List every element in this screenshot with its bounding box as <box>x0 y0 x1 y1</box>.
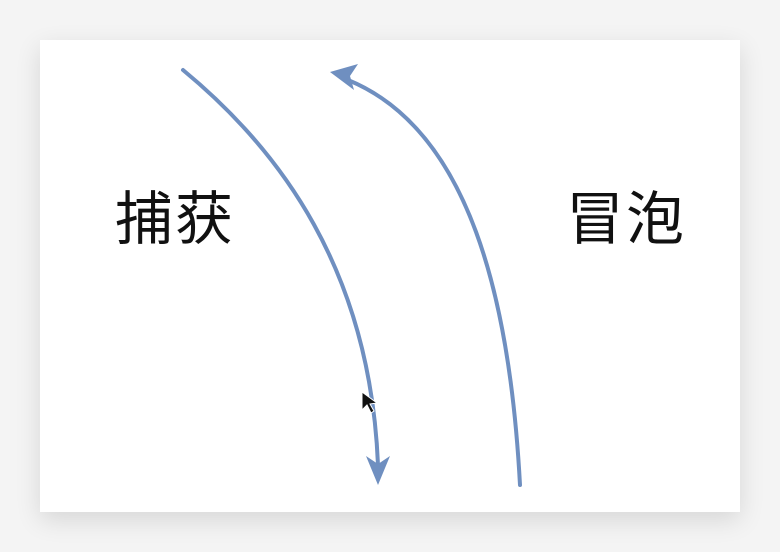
capture-label: 捕获 <box>115 185 236 253</box>
capture-arrowhead <box>366 456 390 485</box>
mouse-cursor-icon <box>361 391 379 414</box>
bubble-arrow <box>346 78 522 487</box>
capture-arrow <box>181 68 380 467</box>
bubble-label: 冒泡 <box>566 185 687 253</box>
diagram-card <box>40 40 740 512</box>
bubble-arrowhead <box>330 64 358 90</box>
